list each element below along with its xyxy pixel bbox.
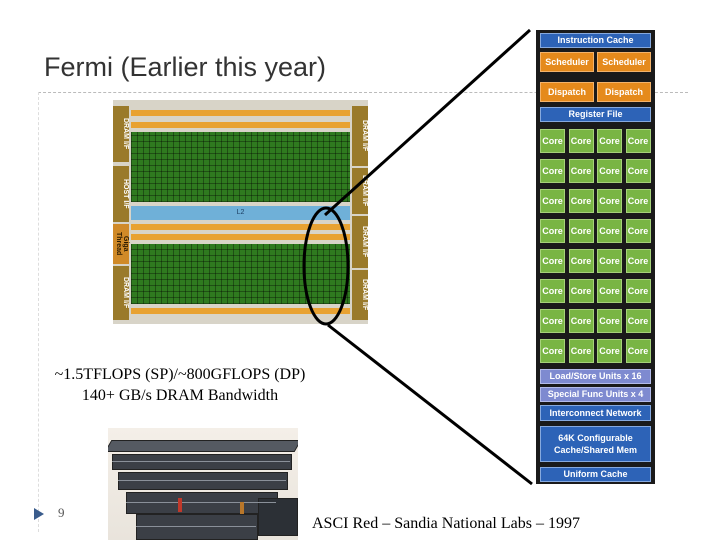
cuda-core: Core [540,339,565,363]
photo-caption: ASCI Red – Sandia National Labs – 1997 [312,515,580,532]
cache-label-line2: Cache/Shared Mem [553,445,638,455]
performance-stats: ~1.5TFLOPS (SP)/~800GFLOPS (DP) 140+ GB/… [30,364,330,406]
cuda-core: Core [540,279,565,303]
cache-label-line1: 64K Configurable [558,433,633,443]
shared-memory-cache: 64K Configurable Cache/Shared Mem [540,426,651,462]
cuda-core: Core [568,159,594,183]
person-figure [240,502,244,514]
rack-detail [126,502,276,503]
cuda-core: Core [625,279,651,303]
stats-bandwidth: 140+ GB/s DRAM Bandwidth [81,387,279,404]
die-pad-left-1: DRAM I/F [113,106,129,162]
cuda-core: Core [568,129,594,153]
rack-detail [112,461,290,462]
cuda-core: Core [540,189,565,213]
cuda-core: Core [568,219,594,243]
fermi-die-image: DRAM I/F HOST I/F Giga Thread DRAM I/F D… [113,100,368,324]
die-pad-right-1: DRAM I/F [352,106,368,166]
rack-detail [118,480,286,481]
cuda-core: Core [597,279,622,303]
dispatch-1: Dispatch [540,82,594,102]
die-pad-right-4: DRAM I/F [352,270,368,320]
die-pad-right-3: DRAM I/F [352,216,368,268]
die-pad-left-4: DRAM I/F [113,266,129,320]
cuda-core: Core [625,249,651,273]
rack-row [112,454,292,470]
cuda-core: Core [568,339,594,363]
left-divider [38,92,39,532]
cuda-core: Core [597,129,622,153]
die-pad-right-2: DRAM I/F [352,168,368,214]
interconnect-network: Interconnect Network [540,405,651,421]
person-figure [178,498,182,512]
die-l2-cache: L2 [131,206,350,220]
die-stripe [131,234,350,240]
rack-cabinet [258,498,298,536]
scheduler-2: Scheduler [597,52,651,72]
die-stripe [131,122,350,128]
rack-row [136,514,258,540]
cuda-core: Core [597,189,622,213]
rack-detail [136,526,256,527]
cuda-core: Core [597,249,622,273]
cuda-core: Core [625,189,651,213]
cuda-core: Core [625,219,651,243]
slide-number: 9 [58,505,65,520]
register-file: Register File [540,107,651,122]
cuda-core: Core [597,159,622,183]
die-stripe [131,110,350,116]
instruction-cache: Instruction Cache [540,33,651,48]
cuda-core: Core [597,219,622,243]
cuda-core: Core [597,339,622,363]
callout-line-bottom [327,323,533,486]
cuda-core: Core [568,189,594,213]
rack-row [108,440,298,452]
cuda-core: Core [625,159,651,183]
die-stripe [131,224,350,230]
die-pad-left-3: Giga Thread [113,224,129,264]
cuda-core: Core [540,129,565,153]
cuda-core: Core [540,219,565,243]
cuda-core: Core [625,309,651,333]
cuda-core: Core [625,129,651,153]
cuda-core: Core [540,249,565,273]
stats-flops: ~1.5TFLOPS (SP)/~800GFLOPS (DP) [54,366,306,383]
die-sm-array-top [131,132,350,202]
dispatch-2: Dispatch [597,82,651,102]
rack-row [118,472,288,490]
slide-bullet-arrow [34,508,44,520]
asci-red-photo [108,428,298,540]
cuda-core: Core [597,309,622,333]
die-stripe [131,308,350,314]
rack-row [126,492,278,514]
uniform-cache: Uniform Cache [540,467,651,482]
slide-title: Fermi (Earlier this year) [44,52,327,82]
scheduler-1: Scheduler [540,52,594,72]
load-store-units: Load/Store Units x 16 [540,369,651,384]
special-function-units: Special Func Units x 4 [540,387,651,402]
streaming-multiprocessor-diagram: Instruction Cache Scheduler Scheduler Di… [536,30,655,484]
cuda-core: Core [568,279,594,303]
cuda-core: Core [568,309,594,333]
cuda-core: Core [625,339,651,363]
cuda-core: Core [568,249,594,273]
die-sm-array-bottom [131,244,350,304]
die-pad-left-2: HOST I/F [113,166,129,222]
cuda-core: Core [540,309,565,333]
cuda-core: Core [540,159,565,183]
